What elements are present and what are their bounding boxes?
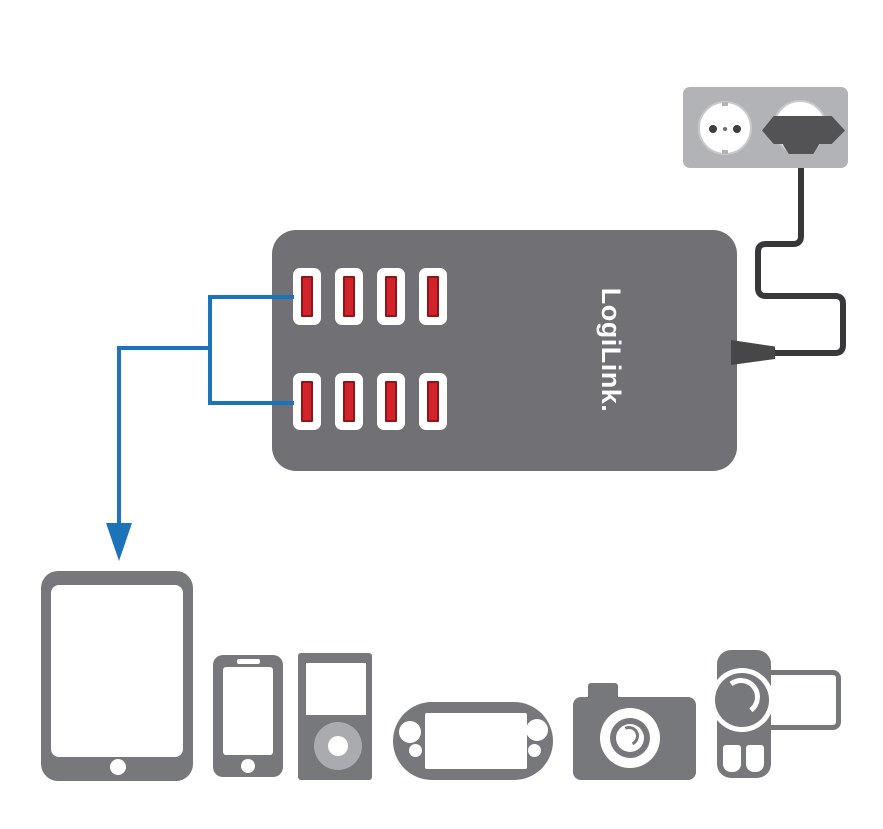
home-button — [241, 759, 255, 773]
usb-port-1 — [293, 268, 321, 325]
usb-port-pin — [343, 381, 355, 422]
camera-lens-glass — [616, 724, 644, 752]
socket-notch — [722, 150, 728, 154]
home-button — [110, 759, 126, 775]
usb-port-6 — [335, 373, 363, 430]
camcorder-icon — [710, 650, 842, 778]
usb-port-pin — [301, 381, 313, 422]
socket-hole — [709, 125, 717, 133]
power-plug-icon — [762, 116, 845, 144]
usb-port-pin — [427, 276, 439, 317]
wall-outlet — [683, 87, 848, 168]
arrow-down-icon — [106, 523, 132, 561]
phone-screen — [223, 667, 273, 755]
tablet-screen — [51, 585, 183, 757]
tablet-icon — [41, 571, 193, 781]
socket-notch — [722, 102, 728, 106]
device-link-line — [117, 346, 212, 524]
console-stick-right — [526, 719, 548, 741]
usb-port-3 — [377, 268, 405, 325]
socket-left — [698, 101, 752, 155]
camera-icon — [573, 683, 696, 780]
camcorder-lens — [715, 673, 769, 727]
power-cable — [755, 150, 846, 356]
click-wheel-button — [328, 736, 348, 756]
usb-port-pin — [385, 276, 397, 317]
socket-center-dot — [723, 127, 727, 131]
usb-port-pin — [343, 276, 355, 317]
usb-port-pin — [301, 276, 313, 317]
mp3-player-screen — [306, 663, 366, 715]
socket-hole — [733, 125, 741, 133]
phone-speaker — [237, 659, 260, 664]
console-button-left — [409, 744, 422, 757]
camcorder-grip — [746, 745, 764, 772]
usb-port-8 — [419, 373, 447, 430]
mp3-player-icon — [298, 653, 372, 780]
usb-port-4 — [419, 268, 447, 325]
game-console-screen — [425, 713, 527, 769]
usb-port-7 — [377, 373, 405, 430]
power-plug-stem — [782, 143, 820, 154]
camcorder-grip — [723, 745, 741, 772]
usb-port-pin — [385, 381, 397, 422]
usb-port-5 — [293, 373, 321, 430]
smartphone-icon — [213, 655, 283, 777]
camera-viewfinder — [588, 683, 618, 701]
game-console-icon — [393, 702, 553, 780]
usb-port-pin — [427, 381, 439, 422]
port-link-line — [208, 295, 294, 405]
console-stick-left — [399, 721, 421, 743]
console-button-right — [528, 744, 541, 757]
usb-port-2 — [335, 268, 363, 325]
